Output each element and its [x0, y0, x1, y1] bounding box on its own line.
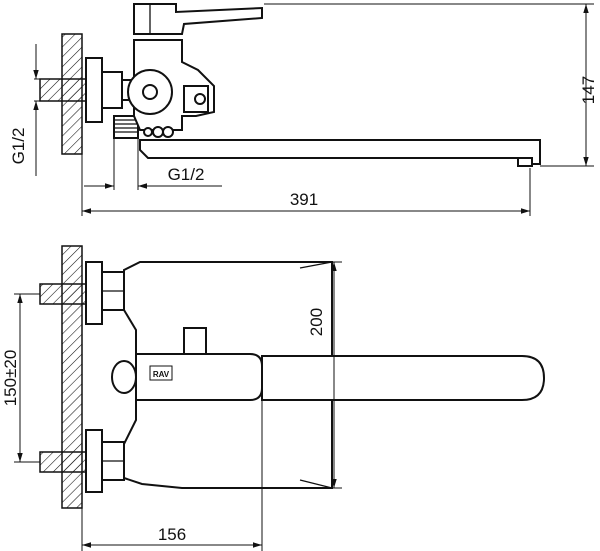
- dim-391-label: 391: [290, 190, 318, 209]
- spout-front: [261, 355, 546, 401]
- dim-147-label: 147: [579, 76, 598, 104]
- cartridge-inner: [142, 84, 158, 100]
- front-view: RAV: [39, 245, 546, 509]
- eccentric-nut: [101, 71, 123, 109]
- brand-logo: RAV: [149, 365, 173, 381]
- dim-200-label: 200: [307, 308, 326, 336]
- dim-bottom-spacing: 150±20: [1, 293, 40, 463]
- dim-150-label: 150±20: [1, 350, 20, 407]
- dim-top-height: 147: [264, 3, 598, 167]
- dim-top-length: 391: [81, 154, 531, 216]
- dim-thread-bottom: G1/2: [84, 138, 222, 190]
- dim-thread-left: G1/2: [9, 44, 40, 176]
- flange: [85, 57, 103, 123]
- spout-top: [139, 139, 541, 165]
- thread-bottom-label: G1/2: [168, 165, 205, 184]
- dim-bottom-width: 156: [81, 400, 263, 551]
- side-view: [39, 3, 541, 167]
- dim-bottom-height: 200: [300, 261, 342, 489]
- svg-text:RAV: RAV: [153, 370, 170, 379]
- handle-lever: [133, 3, 263, 35]
- dim-156-label: 156: [158, 525, 186, 544]
- wall-bottom: [61, 245, 83, 509]
- thread-left-label: G1/2: [9, 128, 28, 165]
